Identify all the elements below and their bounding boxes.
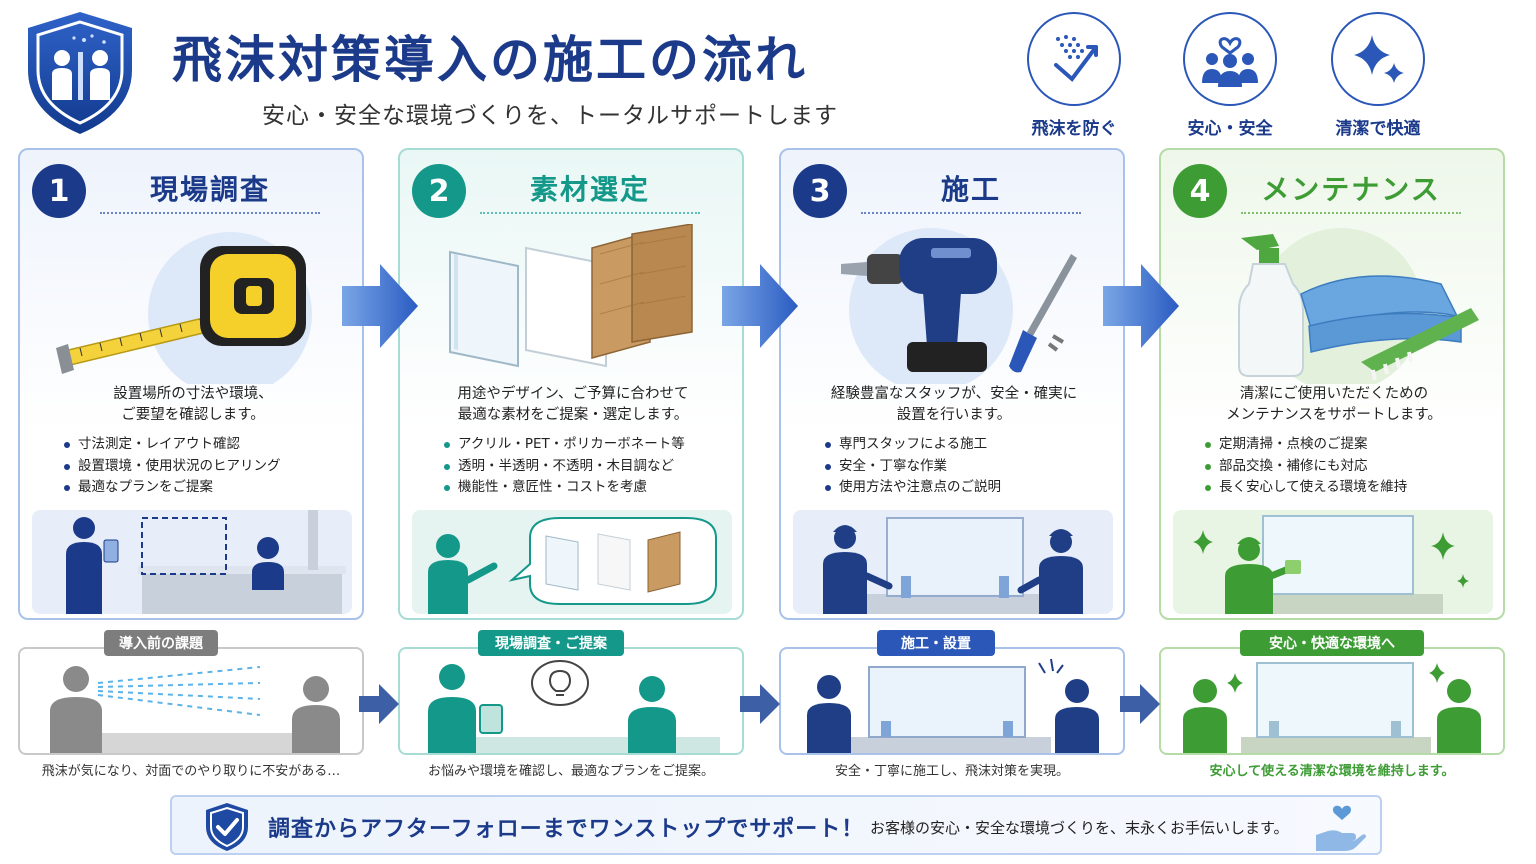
cleaning-supplies-icon (1238, 228, 1479, 384)
support-banner: 調査からアフターフォローまでワンストップでサポート！ お客様の安心・安全な環境づ… (170, 795, 1382, 855)
bullet-item: 長く安心して使える環境を維持 (1205, 477, 1407, 499)
step-bullets: アクリル・PET・ポリカーボネート等 透明・半透明・不透明・木目調など 機能性・… (444, 434, 685, 499)
badge-label: 安心・安全 (1187, 119, 1273, 139)
maintenance-scene-illustration (1173, 510, 1493, 614)
consultation-illustration (428, 660, 720, 753)
next-step-arrow-icon (722, 264, 798, 348)
shield-check-icon (206, 803, 248, 851)
badge-sparkle: 清潔で快適 (1328, 12, 1428, 139)
step-title: 素材選定 (529, 173, 650, 206)
power-drill-icon (841, 228, 1077, 384)
badge-people: 安心・安全 (1180, 12, 1280, 139)
stage-caption: 安心して使える清潔な環境を維持します。 (1209, 764, 1455, 779)
survey-proposal-scene (398, 647, 744, 755)
next-step-arrow-icon (1103, 264, 1179, 348)
small-arrow-icon (1120, 684, 1160, 724)
small-arrow-icon (359, 684, 399, 724)
small-arrow-icon (740, 684, 780, 724)
installation-illustration (807, 658, 1099, 753)
bullet-item: アクリル・PET・ポリカーボネート等 (444, 434, 685, 456)
installation-scene-illustration (793, 510, 1113, 614)
step-bullets: 定期清掃・点検のご提案 部品交換・補修にも対応 長く安心して使える環境を維持 (1205, 434, 1407, 499)
step-bullets: 専門スタッフによる施工 安全・丁寧な作業 使用方法や注意点のご説明 (825, 434, 1001, 499)
stage-tag: 現場調査・ご提案 (478, 630, 624, 656)
bullet-item: 機能性・意匠性・コストを考慮 (444, 477, 685, 499)
safe-environment-illustration (1183, 662, 1481, 753)
bullet-item: 使用方法や注意点のご説明 (825, 477, 1001, 499)
safe-environment-scene (1159, 647, 1505, 755)
title-divider (480, 212, 700, 214)
step-card-material: 2 素材選定 用途やデザイン、ご予算に合わせて 最適な素材をご提案・選定します。… (398, 148, 744, 620)
badge-droplet: 飛沫を防ぐ (1024, 12, 1124, 139)
stage-caption: 安全・丁寧に施工し、飛沫対策を実現。 (834, 764, 1069, 779)
title-divider (100, 212, 320, 214)
step-card-survey: 1 現場調査 設置場所の寸法や環境、 ご要望を確認します。 寸法測定・レイアウト… (18, 148, 364, 620)
droplet-shield-icon (1054, 35, 1098, 82)
step-description: 設置場所の寸法や環境、 ご要望を確認します。 (113, 386, 273, 423)
bullet-item: 部品交換・補修にも対応 (1205, 456, 1407, 478)
stage-tag: 導入前の課題 (104, 630, 218, 656)
stage-caption: 飛沫が気になり、対面でのやり取りに不安がある… (41, 764, 341, 779)
stage-tag: 施工・設置 (877, 630, 995, 656)
step-title: メンテナンス (1261, 173, 1441, 206)
installation-scene (779, 647, 1125, 755)
material-panels-icon (449, 224, 693, 368)
before-problem-illustration (50, 666, 340, 753)
step-bullets: 寸法測定・レイアウト確認 設置環境・使用状況のヒアリング 最適なプランをご提案 (64, 434, 281, 499)
page-title: 飛沫対策導入の施工の流れ (172, 31, 808, 89)
proposal-scene-illustration (412, 510, 732, 614)
bullet-item: 定期清掃・点検のご提案 (1205, 434, 1407, 456)
tape-measure-icon (56, 232, 312, 384)
banner-headline: 調査からアフターフォローまでワンストップでサポート！ (268, 817, 865, 842)
badge-label: 清潔で快適 (1335, 119, 1421, 139)
bullet-item: 設置環境・使用状況のヒアリング (64, 456, 281, 478)
next-step-arrow-icon (342, 264, 418, 348)
step-title: 現場調査 (149, 173, 270, 206)
step-description: 経験豊富なスタッフが、安全・確実に 設置を行います。 (830, 386, 1078, 423)
bullet-item: 透明・半透明・不透明・木目調など (444, 456, 685, 478)
step-number: 3 (793, 164, 847, 218)
stage-tag: 安心・快適な環境へ (1240, 630, 1424, 656)
sparkle-icon (1354, 35, 1404, 83)
title-divider (1241, 212, 1461, 214)
step-number: 1 (32, 164, 86, 218)
step-card-installation: 3 施工 経験豊富なスタッフが、安全・確実に 設置を行います。 専門スタッフによ… (779, 148, 1125, 620)
bullet-item: 専門スタッフによる施工 (825, 434, 1001, 456)
stage-caption: お悩みや環境を確認し、最適なプランをご提案。 (427, 764, 714, 779)
step-title: 施工 (940, 173, 1001, 206)
bullet-item: 安全・丁寧な作業 (825, 456, 1001, 478)
page-subtitle: 安心・安全な環境づくりを、トータルサポートします (262, 103, 838, 129)
step-number: 4 (1173, 164, 1227, 218)
badge-label: 飛沫を防ぐ (1031, 119, 1117, 139)
bullet-item: 最適なプランをご提案 (64, 477, 281, 499)
hand-heart-icon (1316, 805, 1366, 851)
step-description: 用途やデザイン、ご予算に合わせて 最適な素材をご提案・選定します。 (457, 386, 689, 423)
bullet-item: 寸法測定・レイアウト確認 (64, 434, 281, 456)
step-description: 清潔にご使用いただくための メンテナンスをサポートします。 (1226, 386, 1442, 423)
before-scene (18, 647, 364, 755)
step-number: 2 (412, 164, 466, 218)
shield-logo-icon (28, 12, 132, 134)
title-divider (861, 212, 1081, 214)
step-card-maintenance: 4 メンテナンス 清潔にご使用いただくための メンテナンスをサポートします。 定… (1159, 148, 1505, 620)
banner-subtext: お客様の安心・安全な環境づくりを、末永くお手伝いします。 (870, 819, 1289, 837)
survey-scene-illustration (32, 510, 352, 614)
people-heart-icon (1202, 37, 1258, 87)
